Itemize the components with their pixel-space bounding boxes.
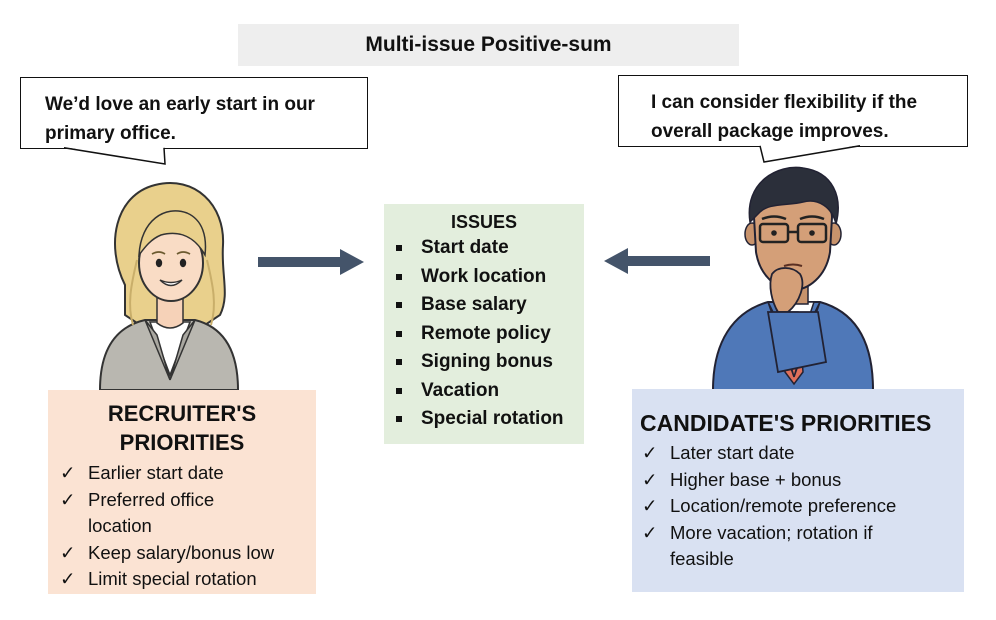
candidate-quote-line-1: I can consider flexibility if the — [651, 92, 918, 113]
recruiter-priorities-title: RECRUITER'S PRIORITIES — [107, 401, 257, 455]
check-icon: ✓ — [642, 521, 658, 543]
issues-title: ISSUES — [450, 212, 518, 232]
candidate-speech-bubble: I can consider flexibility if the overal… — [618, 75, 968, 147]
right-arrow — [258, 249, 364, 275]
candidate-priorities-title: CANDIDATE'S PRIORITIES — [640, 410, 932, 436]
list-item: Remote policy — [396, 320, 584, 349]
list-item: ✓Keep salary/bonus low — [60, 540, 316, 567]
candidate-bubble-tail — [759, 145, 861, 163]
bullet-icon — [396, 330, 402, 337]
recruiter-quote-line-2: primary office. — [45, 123, 176, 144]
list-item: Vacation — [396, 377, 584, 406]
check-icon: ✓ — [60, 541, 76, 563]
recruiter-priorities-box: RECRUITER'S PRIORITIES ✓Earlier start da… — [48, 390, 316, 594]
list-item: Work location — [396, 263, 584, 292]
list-item: ✓Earlier start date — [60, 460, 316, 487]
check-icon: ✓ — [60, 488, 76, 510]
check-icon: ✓ — [60, 462, 76, 483]
bullet-icon — [396, 359, 402, 366]
list-item: Signing bonus — [396, 348, 584, 377]
bullet-icon — [396, 416, 402, 423]
issues-list: Start date Work location Base salary Rem… — [384, 234, 584, 434]
diagram-title: Multi-issue Positive-sum — [238, 24, 739, 66]
bullet-icon — [396, 245, 402, 252]
candidate-quote-line-2: overall package improves. — [651, 121, 889, 142]
candidate-illustration — [711, 166, 875, 390]
bullet-icon — [396, 273, 402, 280]
check-icon: ✓ — [642, 442, 658, 463]
list-item: Special rotation — [396, 405, 584, 434]
check-icon: ✓ — [642, 468, 658, 490]
bullet-icon — [396, 387, 402, 394]
check-icon: ✓ — [642, 495, 658, 516]
recruiter-speech-bubble: We’d love an early start in our primary … — [20, 77, 368, 149]
list-item: ✓Limit special rotation — [60, 566, 316, 593]
list-item: Start date — [396, 234, 584, 263]
list-item: Base salary — [396, 291, 584, 320]
bullet-icon — [396, 302, 402, 309]
check-icon: ✓ — [60, 568, 76, 589]
issues-box: ISSUES Start date Work location Base sal… — [384, 204, 584, 444]
list-item: ✓Location/remote preference — [642, 493, 964, 520]
list-item: ✓Higher base + bonus — [642, 467, 964, 494]
list-item: ✓Later start date — [642, 440, 964, 467]
recruiter-quote-line-1: We’d love an early start in our — [45, 94, 315, 115]
left-arrow — [604, 248, 710, 274]
recruiter-illustration — [98, 182, 240, 390]
candidate-priorities-list: ✓Later start date ✓Higher base + bonus ✓… — [632, 440, 964, 573]
candidate-priorities-box: CANDIDATE'S PRIORITIES ✓Later start date… — [632, 389, 964, 592]
recruiter-bubble-tail — [63, 147, 166, 165]
